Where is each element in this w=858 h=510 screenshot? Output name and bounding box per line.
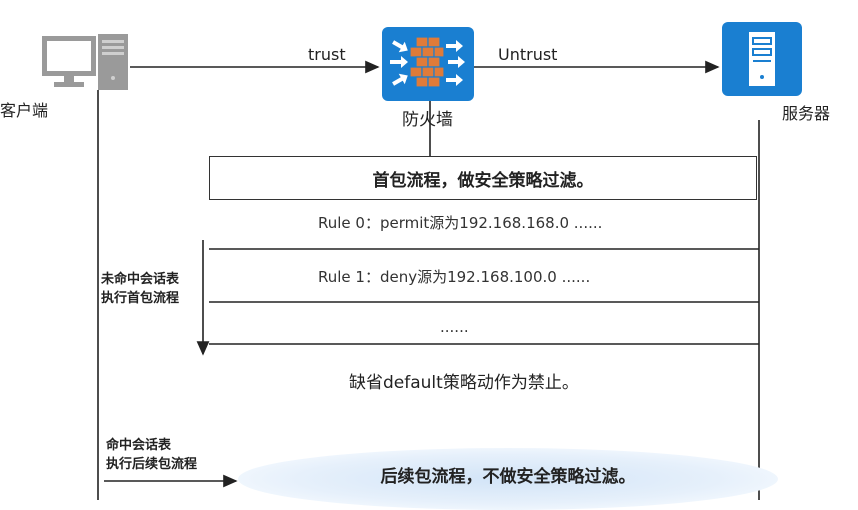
untrust-label: Untrust xyxy=(498,45,558,64)
first-packet-title: 首包流程，做安全策略过滤。 xyxy=(372,170,594,191)
session-miss-line-1: 未命中会话表 xyxy=(101,272,180,287)
client-pc-icon xyxy=(42,34,128,90)
firewall-label: 防火墙 xyxy=(402,110,453,130)
rule-ellipsis: ...... xyxy=(440,318,469,336)
default-rule-text: 缺省default策略动作为禁止。 xyxy=(349,373,579,393)
session-hit-line-2: 执行后续包流程 xyxy=(106,457,198,472)
first-packet-box: 首包流程，做安全策略过滤。 xyxy=(209,156,757,200)
rule-1-text: Rule 1：deny源为192.168.100.0 ...... xyxy=(318,268,591,286)
session-miss-note: 未命中会话表 执行首包流程 xyxy=(101,270,179,308)
rule-0-text: Rule 0：permit源为192.168.168.0 ...... xyxy=(318,214,603,232)
session-miss-line-2: 执行首包流程 xyxy=(101,291,180,306)
trust-label: trust xyxy=(308,45,346,64)
session-hit-note: 命中会话表 执行后续包流程 xyxy=(106,436,197,474)
session-hit-line-1: 命中会话表 xyxy=(106,438,172,453)
server-label: 服务器 xyxy=(782,104,831,123)
firewall-icon xyxy=(382,27,474,101)
server-icon xyxy=(722,22,802,96)
client-label: 客户端 xyxy=(0,101,49,120)
subsequent-packet-title: 后续包流程，不做安全策略过滤。 xyxy=(380,467,636,487)
